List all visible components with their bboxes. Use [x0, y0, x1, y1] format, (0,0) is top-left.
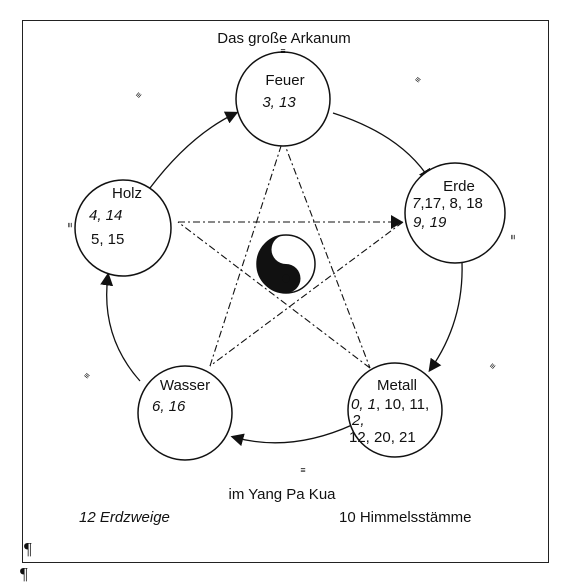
trigram-mark-top-left: ≡	[133, 90, 144, 100]
pilcrow-mark: ¶	[24, 539, 32, 558]
metall-numbers-regular: , 10, 11,	[376, 396, 429, 413]
diagram-title: Das große Arkanum	[217, 30, 350, 47]
arrow-wasser-holz	[100, 272, 141, 382]
pilcrow-mark-outside: ¶	[20, 564, 28, 583]
trigram-mark-right: ≡	[508, 234, 518, 239]
element-numbers-wasser: 6, 16	[152, 398, 186, 415]
element-circle-wasser	[137, 365, 233, 461]
element-name-feuer: Feuer	[265, 72, 304, 89]
element-numbers-erde: 7,17, 8, 18	[412, 195, 483, 212]
element-name-erde: Erde	[443, 178, 475, 195]
pentagram-arrowhead	[391, 215, 403, 229]
element-numbers-metall: 0, 1, 10, 11,	[351, 396, 429, 413]
element-name-holz: Holz	[112, 185, 142, 202]
element-circle-feuer	[235, 51, 331, 147]
arrow-erde-metall	[428, 261, 463, 373]
element-numbers-metall-3: 12, 20, 21	[349, 429, 416, 446]
element-circle-metall	[347, 362, 443, 458]
yin-yang-icon	[256, 234, 316, 294]
trigram-marks: ≡ ≡ ≡ ≡ ≡ ≡ ≡ ≡	[65, 46, 518, 475]
diagram-subtitle: im Yang Pa Kua	[228, 486, 336, 503]
pentagram-line-erde-wasser	[209, 221, 404, 367]
element-name-metall: Metall	[377, 377, 417, 394]
arrow-feuer-erde	[332, 112, 432, 183]
trigram-mark-top-right: ≡	[413, 74, 423, 85]
element-numbers-erde-2: 9, 19	[413, 214, 447, 231]
element-circle-holz	[74, 179, 172, 277]
trigram-mark-bottom-right: ≡	[487, 361, 498, 371]
trigram-mark-bottom-left: ≡	[82, 370, 92, 381]
arrow-metall-wasser	[230, 424, 353, 447]
pentagram-line-wasser-feuer	[209, 139, 284, 367]
element-numbers-holz-2: 5, 15	[91, 231, 124, 248]
metall-numbers-italic: 0, 1	[351, 396, 376, 413]
pentagram	[177, 139, 404, 369]
trigram-mark-bottom: ≡	[300, 465, 305, 475]
arrow-holz-feuer	[149, 111, 239, 189]
element-numbers-metall-2: 2,	[351, 412, 365, 429]
element-name-wasser: Wasser	[160, 377, 210, 394]
trigram-mark-top: ≡	[280, 46, 285, 56]
element-numbers-feuer: 3, 13	[262, 94, 296, 111]
pentagram-line-metall-holz	[177, 221, 371, 369]
pentagram-line-feuer-metall	[282, 139, 371, 369]
erde-numbers-italic: 7	[412, 195, 421, 212]
element-numbers-holz: 4, 14	[89, 207, 122, 224]
right-caption: 10 Himmelsstämme	[339, 509, 472, 526]
erde-numbers-regular: ,17, 8, 18	[420, 195, 483, 212]
trigram-mark-left: ≡	[65, 222, 75, 227]
left-caption: 12 Erdzweige	[79, 509, 170, 526]
diagram-frame	[22, 20, 549, 563]
element-circle-erde	[404, 162, 506, 264]
